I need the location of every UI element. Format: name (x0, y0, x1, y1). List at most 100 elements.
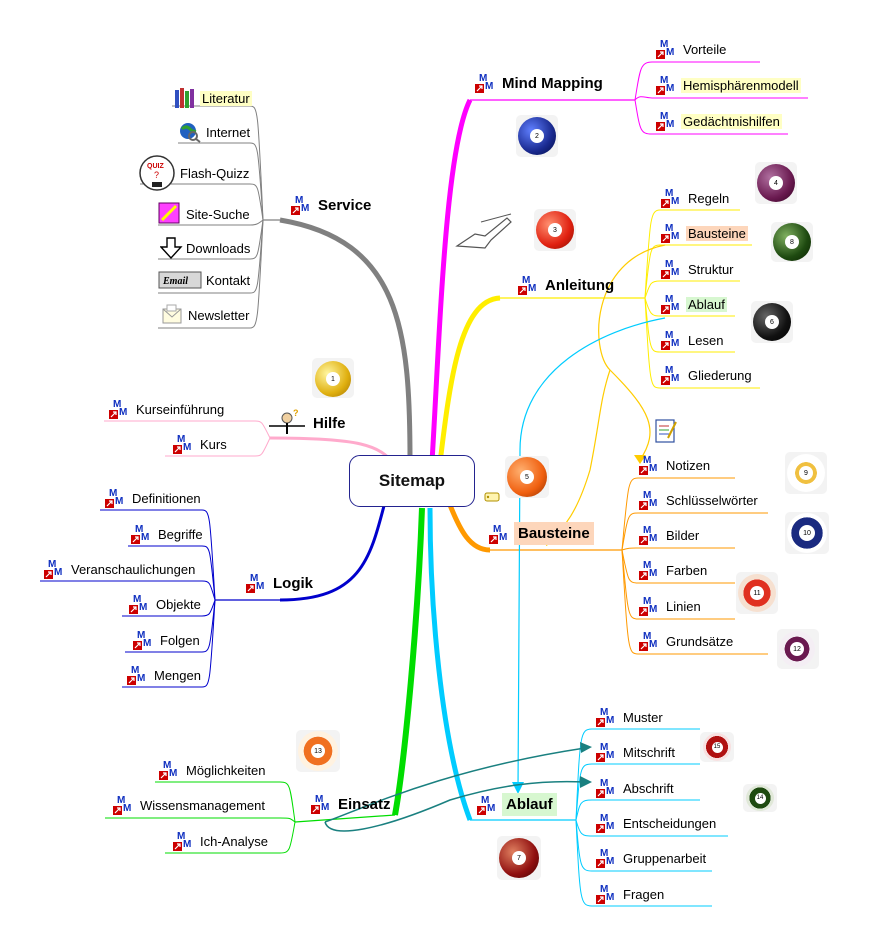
subtopic-lesen[interactable]: Lesen (660, 329, 725, 351)
ball-number: 1 (326, 372, 340, 386)
subtopic-label: Folgen (160, 632, 200, 648)
service-item-literatur[interactable]: Literatur (174, 87, 252, 109)
topic-label: Anleitung (545, 276, 615, 294)
mindmanager-logo-icon (660, 329, 680, 351)
topic-einsatz[interactable]: Einsatz (310, 793, 393, 815)
service-item-internet[interactable]: Internet (178, 121, 252, 143)
billiard-ball-10-icon: 10 (787, 513, 827, 553)
subtopic-label: Grundsätze (666, 633, 734, 649)
subtopic-farben[interactable]: Farben (638, 559, 709, 581)
subtopic-vorteile[interactable]: Vorteile (655, 38, 728, 60)
subtopic-folgen[interactable]: Folgen (132, 629, 202, 651)
subtopic-ablauf[interactable]: Ablauf (660, 293, 727, 315)
billiard-ball-7-icon: 7 (499, 838, 539, 878)
subtopic-bausteine[interactable]: Bausteine (660, 222, 748, 244)
subtopic-label: Hemisphärenmodell (681, 77, 801, 93)
download-arrow-icon (160, 237, 183, 260)
topic-hilfe[interactable]: ? Hilfe (265, 408, 348, 438)
mindmanager-logo-icon (132, 629, 152, 651)
branch-line-logik (279, 501, 387, 602)
service-item-label: Kontakt (206, 272, 251, 288)
subtopic-label: Fragen (623, 886, 665, 902)
svg-text:?: ? (293, 408, 299, 418)
subtopic-schluesselwoerter[interactable]: Schlüsselwörter (638, 489, 760, 511)
subtopic-label: Entscheidungen (623, 815, 717, 831)
subtopic-fragen[interactable]: Fragen (595, 883, 666, 905)
subtopic-label: Veranschaulichungen (71, 561, 196, 577)
subtopic-label: Ich-Analyse (200, 833, 268, 849)
subtopic-regeln[interactable]: Regeln (660, 187, 731, 209)
service-item-kontakt[interactable]: Email Kontakt (158, 270, 252, 290)
service-item-label: Literatur (200, 90, 252, 106)
central-topic-sitemap[interactable]: Sitemap (349, 455, 475, 507)
cross-link-einsatz-mitschrift (324, 747, 586, 823)
ball-number: 2 (530, 129, 544, 143)
service-item-site-suche[interactable]: Site-Suche (158, 202, 252, 226)
subtopic-kurseinfuehrung[interactable]: Kurseinführung (108, 398, 226, 420)
mindmanager-logo-icon (476, 793, 496, 816)
subtopic-begriffe[interactable]: Begriffe (130, 523, 205, 545)
subtopic-label: Kurseinführung (136, 401, 225, 417)
mindmanager-logo-icon (112, 794, 132, 816)
ball-number: 7 (512, 851, 526, 865)
service-item-label: Site-Suche (186, 206, 250, 222)
quiz-icon-label: QUIZ (147, 163, 164, 170)
mindmanager-logo-icon (660, 222, 680, 244)
topic-bausteine[interactable]: Bausteine (488, 522, 594, 545)
subtopic-bilder[interactable]: Bilder (638, 524, 701, 546)
email-icon-label: Email (162, 276, 188, 287)
billiard-ball-14-icon: 14 (746, 785, 774, 811)
subtopic-label: Struktur (688, 261, 734, 277)
ball-number: 14 (754, 792, 766, 804)
subtopic-struktur[interactable]: Struktur (660, 258, 736, 280)
subtopic-gruppenarbeit[interactable]: Gruppenarbeit (595, 847, 708, 869)
subtopic-entscheidungen[interactable]: Entscheidungen (595, 812, 718, 834)
branch-line-ablauf (427, 507, 473, 821)
topic-service[interactable]: Service (290, 194, 373, 216)
topic-mind-mapping[interactable]: Mind Mapping (474, 72, 605, 94)
subtopic-objekte[interactable]: Objekte (128, 593, 203, 615)
ball-number: 10 (799, 525, 815, 541)
subtopic-kurs[interactable]: Kurs (172, 433, 229, 455)
topic-label: Logik (273, 574, 313, 592)
mindmanager-logo-icon (158, 759, 178, 781)
subtopic-definitionen[interactable]: Definitionen (104, 487, 203, 509)
subtopic-label: Mengen (154, 667, 201, 683)
mindmanager-logo-icon (638, 630, 658, 652)
service-item-downloads[interactable]: Downloads (160, 236, 252, 260)
subtopic-hemisphaerenmodell[interactable]: Hemisphärenmodell (655, 74, 801, 96)
subtopic-gedaechtnishilfen[interactable]: Gedächtnishilfen (655, 110, 782, 132)
site-search-icon (158, 202, 180, 224)
subtopic-mitschrift[interactable]: Mitschrift (595, 741, 677, 763)
branch-line-einsatz (392, 507, 425, 816)
topic-ablauf[interactable]: Ablauf (476, 793, 557, 816)
subtopic-label: Mitschrift (623, 744, 675, 760)
topic-anleitung[interactable]: Anleitung (517, 274, 616, 296)
cross-link-einsatz-abschrift (324, 780, 586, 832)
subtopic-muster[interactable]: Muster (595, 706, 665, 728)
topic-logik[interactable]: Logik (245, 572, 315, 594)
service-item-newsletter[interactable]: Newsletter (160, 303, 251, 327)
service-item-flash-quizz[interactable]: QUIZ ? Flash-Quizz (138, 154, 251, 192)
mindmanager-logo-icon (595, 706, 615, 728)
topic-label: Bausteine (514, 522, 594, 545)
subtopic-veranschaulichungen[interactable]: Veranschaulichungen (43, 558, 197, 580)
service-item-label: Downloads (186, 240, 251, 256)
subtopic-moeglichkeiten[interactable]: Möglichkeiten (158, 759, 268, 781)
subtopic-linien[interactable]: Linien (638, 595, 703, 617)
mindmanager-logo-icon (595, 812, 615, 834)
subtopic-gliederung[interactable]: Gliederung (660, 364, 754, 386)
topic-label: Mind Mapping (502, 74, 603, 92)
subtopic-notizen[interactable]: Notizen (638, 454, 712, 476)
subtopic-abschrift[interactable]: Abschrift (595, 777, 676, 799)
subtopic-mengen[interactable]: Mengen (126, 664, 203, 686)
billiard-ball-12-icon: 12 (779, 631, 815, 667)
subtopic-grundsaetze[interactable]: Grundsätze (638, 630, 735, 652)
cross-link-ablauf (517, 317, 666, 791)
billiard-ball-15-icon: 15 (703, 733, 731, 761)
subtopic-ich-analyse[interactable]: Ich-Analyse (172, 830, 270, 852)
subtopic-wissensmanagement[interactable]: Wissensmanagement (112, 794, 267, 816)
cross-link-bausteine-anleitung (547, 369, 611, 544)
